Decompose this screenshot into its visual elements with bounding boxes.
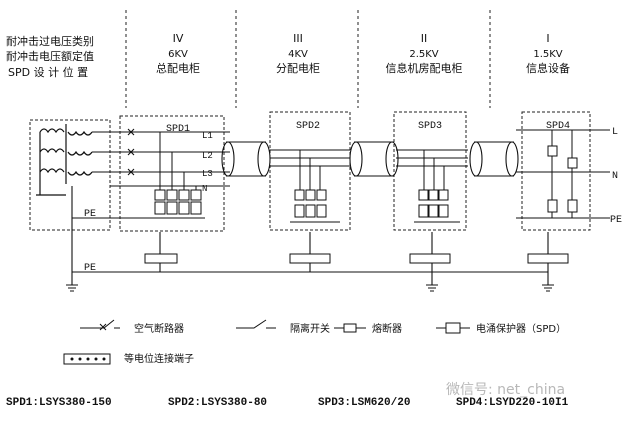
column-roman: I — [546, 32, 549, 45]
n-label: N — [202, 184, 207, 194]
output-labels: L N PE — [610, 127, 622, 226]
legend-bonding-label: 等电位连接端子 — [124, 352, 194, 365]
fuse-body — [343, 323, 357, 333]
ground-icon — [426, 284, 438, 292]
bonding-terminal — [527, 253, 569, 264]
bonding-terminal-icon — [63, 353, 111, 365]
column-name: 分配电柜 — [276, 62, 320, 75]
column-name: 总配电柜 — [156, 61, 200, 75]
column-headers: IV 6KV 总配电柜 III 4KV 分配电柜 II 2.5KV 信息机房配电… — [156, 32, 570, 75]
l1-label: L1 — [202, 131, 213, 141]
spd3-model: SPD3:LSM620/20 — [318, 397, 410, 409]
transformer-box — [29, 119, 111, 231]
bonding-terminal — [289, 253, 331, 264]
pe-left-label: PE — [84, 209, 96, 220]
panel-boxes — [119, 111, 591, 232]
spd1-panel — [119, 115, 225, 232]
transformer-icon — [36, 124, 93, 196]
legend-breaker-label: 空气断路器 — [134, 322, 184, 335]
legend-labels: 空气断路器 隔离开关 熔断器 电涌保护器（SPD） 等电位连接端子 — [124, 322, 566, 365]
pe-labels: PE PE — [84, 209, 96, 274]
l3-label: L3 — [202, 169, 213, 179]
legend-spd-label: 电涌保护器（SPD） — [476, 322, 566, 335]
spd4-panel — [521, 111, 591, 231]
output-n-label: N — [612, 171, 618, 182]
ground-icon — [66, 284, 78, 292]
ground-icons — [66, 284, 554, 292]
phase-labels: L1 L2 L3 N — [202, 131, 213, 194]
column-separators — [125, 10, 491, 108]
spd4-model: SPD4:LSYD220-10I1 — [456, 397, 569, 409]
spd-body — [445, 322, 461, 334]
l2-label: L2 — [202, 151, 213, 161]
spd1-model: SPD1:LSYS380-150 — [6, 397, 112, 409]
bonding-terminals — [144, 253, 569, 264]
column-voltage: 1.5KV — [533, 49, 562, 60]
legend-symbols — [63, 319, 470, 365]
column-voltage: 4KV — [288, 49, 308, 60]
column-name: 信息设备 — [526, 61, 570, 75]
column-roman: II — [421, 32, 428, 45]
spd4-modules — [516, 129, 610, 219]
spd2-panel — [269, 111, 351, 231]
spd1-modules — [150, 132, 205, 219]
spd2-modules — [270, 149, 350, 223]
breaker-icon — [80, 319, 120, 331]
spd3-label: SPD3 — [418, 121, 442, 132]
pe-bottom-label: PE — [84, 263, 96, 274]
column-roman: III — [293, 32, 303, 45]
output-pe-label: PE — [610, 215, 622, 226]
main-conductors — [92, 128, 230, 187]
column-roman: IV — [173, 32, 184, 45]
rated-voltage-label: 耐冲击电压额定值 — [6, 49, 94, 63]
category-label: 耐冲击过电压类别 — [6, 34, 94, 48]
switch-icon — [236, 319, 276, 329]
column-voltage: 6KV — [168, 49, 188, 60]
column-voltage: 2.5KV — [409, 49, 438, 60]
spd-position-label: SPD 设 计 位 置 — [8, 65, 88, 79]
bonding-terminal — [409, 253, 451, 264]
bonding-terminal — [144, 253, 178, 264]
spd1-label: SPD1 — [166, 124, 190, 135]
spd-labels: SPD1 SPD2 SPD3 SPD4 — [166, 121, 570, 135]
spd2-model: SPD2:LSYS380-80 — [168, 397, 267, 409]
spd3-panel — [393, 111, 467, 231]
spd4-label: SPD4 — [546, 121, 570, 132]
column-name: 信息机房配电柜 — [386, 61, 463, 75]
spd3-modules — [396, 149, 468, 223]
legend-dots — [70, 357, 106, 361]
ground-icon — [542, 284, 554, 292]
watermark: 微信号: net_china — [446, 382, 565, 398]
cables — [221, 141, 519, 177]
legend-fuse-label: 熔断器 — [372, 322, 402, 335]
pe-bus — [71, 186, 549, 285]
output-l-label: L — [612, 127, 618, 138]
legend-switch-label: 隔离开关 — [290, 322, 330, 335]
spd2-label: SPD2 — [296, 121, 320, 132]
watermark-text: 微信号: net_china — [446, 382, 565, 398]
model-list: SPD1:LSYS380-150 SPD2:LSYS380-80 SPD3:LS… — [6, 397, 569, 409]
